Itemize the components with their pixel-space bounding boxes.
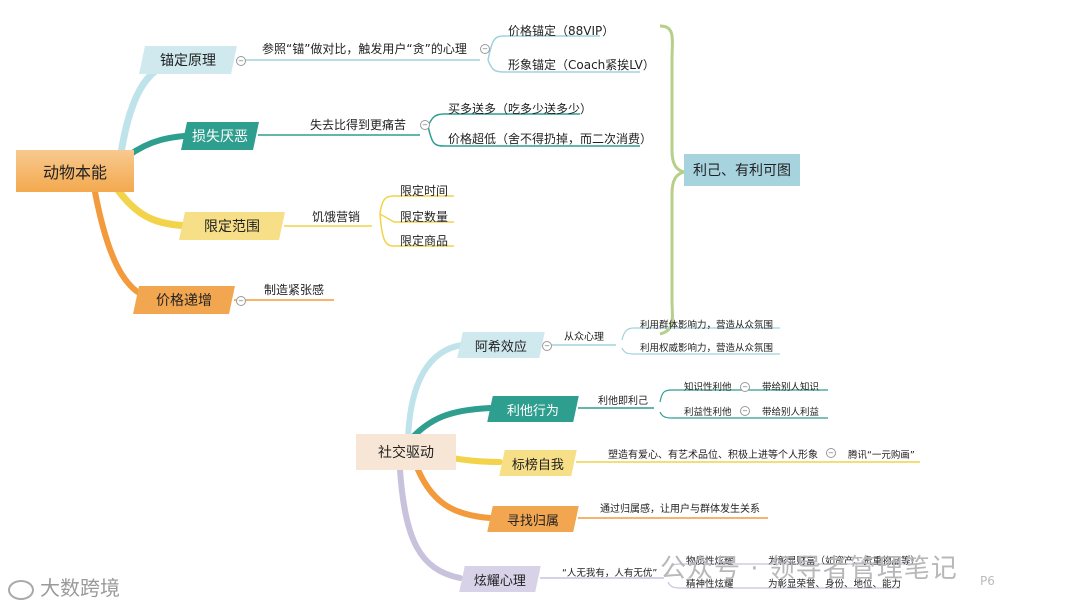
limited-scope-item: 限定数量	[400, 210, 449, 224]
self-promotion-example: 腾讯“一元购画”	[848, 450, 915, 461]
collapse-toggle-icon[interactable]: −	[236, 56, 246, 66]
showing-off-type: 物质性炫耀	[686, 556, 734, 567]
collapse-toggle-icon[interactable]: −	[480, 44, 490, 54]
branch-altruism-label: 利他行为	[506, 403, 559, 419]
altruism-type: 利益性利他	[684, 407, 732, 418]
branch-price-increase-label: 价格递增	[156, 293, 212, 309]
anchoring-item: 价格锚定（88VIP）	[508, 24, 615, 38]
root-node-animal-instinct: 动物本能	[16, 150, 134, 192]
showing-off-type: 精神性炫耀	[686, 579, 734, 590]
page-number: P6	[980, 574, 995, 588]
root-node-animal-instinct-label: 动物本能	[42, 163, 107, 182]
asch-effect-desc: 从众心理	[564, 332, 604, 343]
watermark-right: 公众号 · 领导者管理笔记	[660, 548, 958, 585]
branch-loss-aversion-label: 损失厌恶	[192, 129, 248, 145]
branch-asch-effect: 阿希效应	[457, 332, 545, 358]
self-promotion-desc: 塑造有爱心、有艺术品位、积极上进等个人形象	[608, 450, 818, 461]
branch-loss-aversion: 损失厌恶	[181, 122, 259, 150]
branch-limited-scope-label: 限定范围	[204, 219, 260, 235]
collapse-toggle-icon[interactable]: −	[542, 341, 552, 351]
asch-effect-item: 利用权威影响力，营造从众氛围	[640, 343, 774, 354]
altruism-type: 知识性利他	[684, 382, 732, 393]
altruism-desc: 利他即利己	[598, 396, 648, 407]
branch-belonging-label: 寻找归属	[506, 513, 559, 529]
showing-off-detail: 为彰显财富（如资产、贵重物品等）	[768, 556, 921, 567]
branch-showing-off-label: 炫耀心理	[473, 573, 526, 589]
anchoring-desc: 参照“锚”做对比，触发用户“贪”的心理	[262, 42, 467, 56]
collapse-toggle-icon[interactable]: −	[740, 382, 750, 392]
belonging-desc: 通过归属感，让用户与群体发生关系	[600, 504, 760, 515]
collapse-toggle-icon[interactable]: −	[236, 296, 246, 306]
branch-showing-off: 炫耀心理	[459, 566, 541, 592]
showing-off-detail: 为彰显荣誉、身份、地位、能力	[768, 579, 902, 590]
collapse-toggle-icon[interactable]: −	[826, 448, 836, 458]
branch-asch-effect-label: 阿希效应	[474, 339, 527, 355]
price-increase-desc: 制造紧张感	[264, 283, 325, 297]
summary-node-label: 利己、有利可图	[693, 163, 791, 179]
branch-anchoring-label: 锚定原理	[160, 53, 216, 69]
root-node-social-drive: 社交驱动	[356, 434, 456, 470]
collapse-toggle-icon[interactable]: −	[420, 120, 430, 130]
showing-off-desc: “人无我有，人有无优”	[562, 568, 658, 579]
loss-aversion-item: 价格超低（舍不得扔掉，而二次消费）	[448, 132, 653, 146]
root-node-social-drive-label: 社交驱动	[378, 445, 434, 461]
branch-anchoring: 锚定原理	[139, 46, 237, 74]
altruism-detail: 带给别人知识	[762, 382, 820, 393]
limited-scope-item: 限定商品	[400, 234, 449, 248]
summary-node: 利己、有利可图	[684, 154, 800, 186]
branch-price-increase: 价格递增	[133, 286, 235, 314]
watermark-logo-icon	[8, 579, 34, 600]
branch-belonging: 寻找归属	[487, 506, 579, 532]
anchoring-item: 形象锚定（Coach紧挨LV）	[508, 58, 655, 72]
limited-scope-desc: 饥饿营销	[312, 210, 361, 224]
asch-effect-item: 利用群体影响力，营造从众氛围	[640, 320, 774, 331]
limited-scope-item: 限定时间	[400, 184, 449, 198]
branch-limited-scope: 限定范围	[179, 212, 285, 240]
branch-altruism: 利他行为	[487, 396, 579, 422]
watermark-left-text: 大数跨境	[40, 576, 120, 600]
loss-aversion-desc: 失去比得到更痛苦	[310, 118, 407, 132]
watermark-right-text: 公众号 · 领导者管理笔记	[660, 554, 958, 584]
branch-self-promotion-label: 标榜自我	[511, 457, 564, 473]
collapse-toggle-icon[interactable]: −	[740, 406, 750, 416]
loss-aversion-item: 买多送多（吃多少送多少）	[448, 102, 593, 116]
watermark-left: 大数跨境	[8, 572, 120, 601]
altruism-detail: 带给别人利益	[762, 407, 820, 418]
branch-self-promotion: 标榜自我	[499, 450, 577, 476]
